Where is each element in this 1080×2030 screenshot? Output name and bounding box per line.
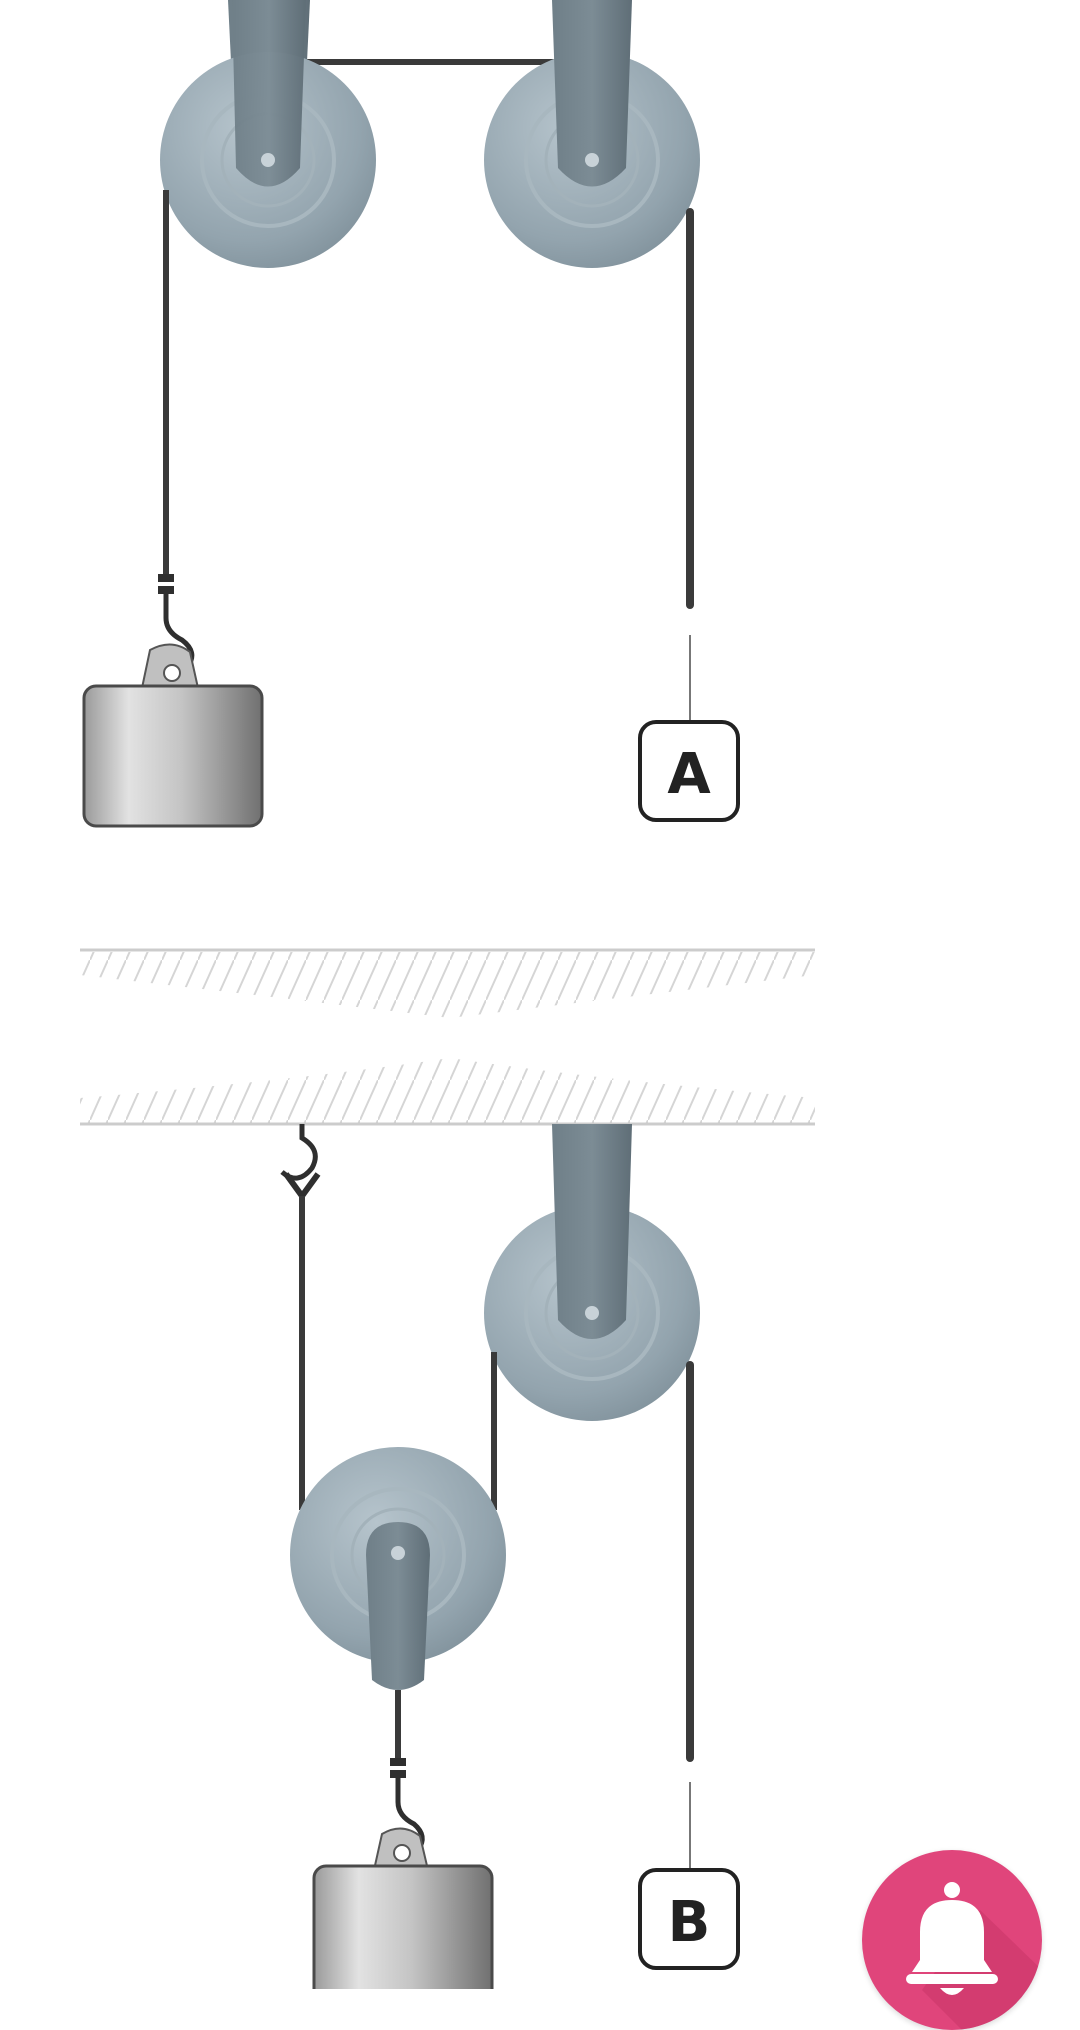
bottom-pulley-system: B: [280, 1124, 740, 1989]
movable-pulley-arm: [366, 1522, 430, 1690]
movable-pulley: [290, 1447, 506, 1690]
top-left-pulley: [160, 0, 376, 268]
label-a: A: [638, 720, 740, 822]
top-weight: [82, 643, 264, 828]
pulley-diagram: A: [80, 0, 815, 1989]
bottom-weight: [312, 1827, 494, 1989]
ceiling-hook: [280, 1124, 321, 1202]
label-b-text: B: [668, 1890, 711, 1955]
top-pulley-system: A: [82, 0, 740, 828]
notification-button[interactable]: [862, 1850, 1042, 2030]
bottom-fixed-pulley-arm: [552, 1124, 632, 1339]
floor-hatching: [80, 948, 815, 1018]
top-right-pulley-arm: [552, 0, 632, 187]
bottom-fixed-pulley: [484, 1124, 700, 1421]
top-right-pulley: [484, 0, 700, 268]
label-a-text: A: [667, 742, 711, 807]
label-b: B: [638, 1868, 740, 1970]
bell-icon: [906, 1882, 998, 1995]
ceiling-hatching: [80, 1058, 815, 1126]
